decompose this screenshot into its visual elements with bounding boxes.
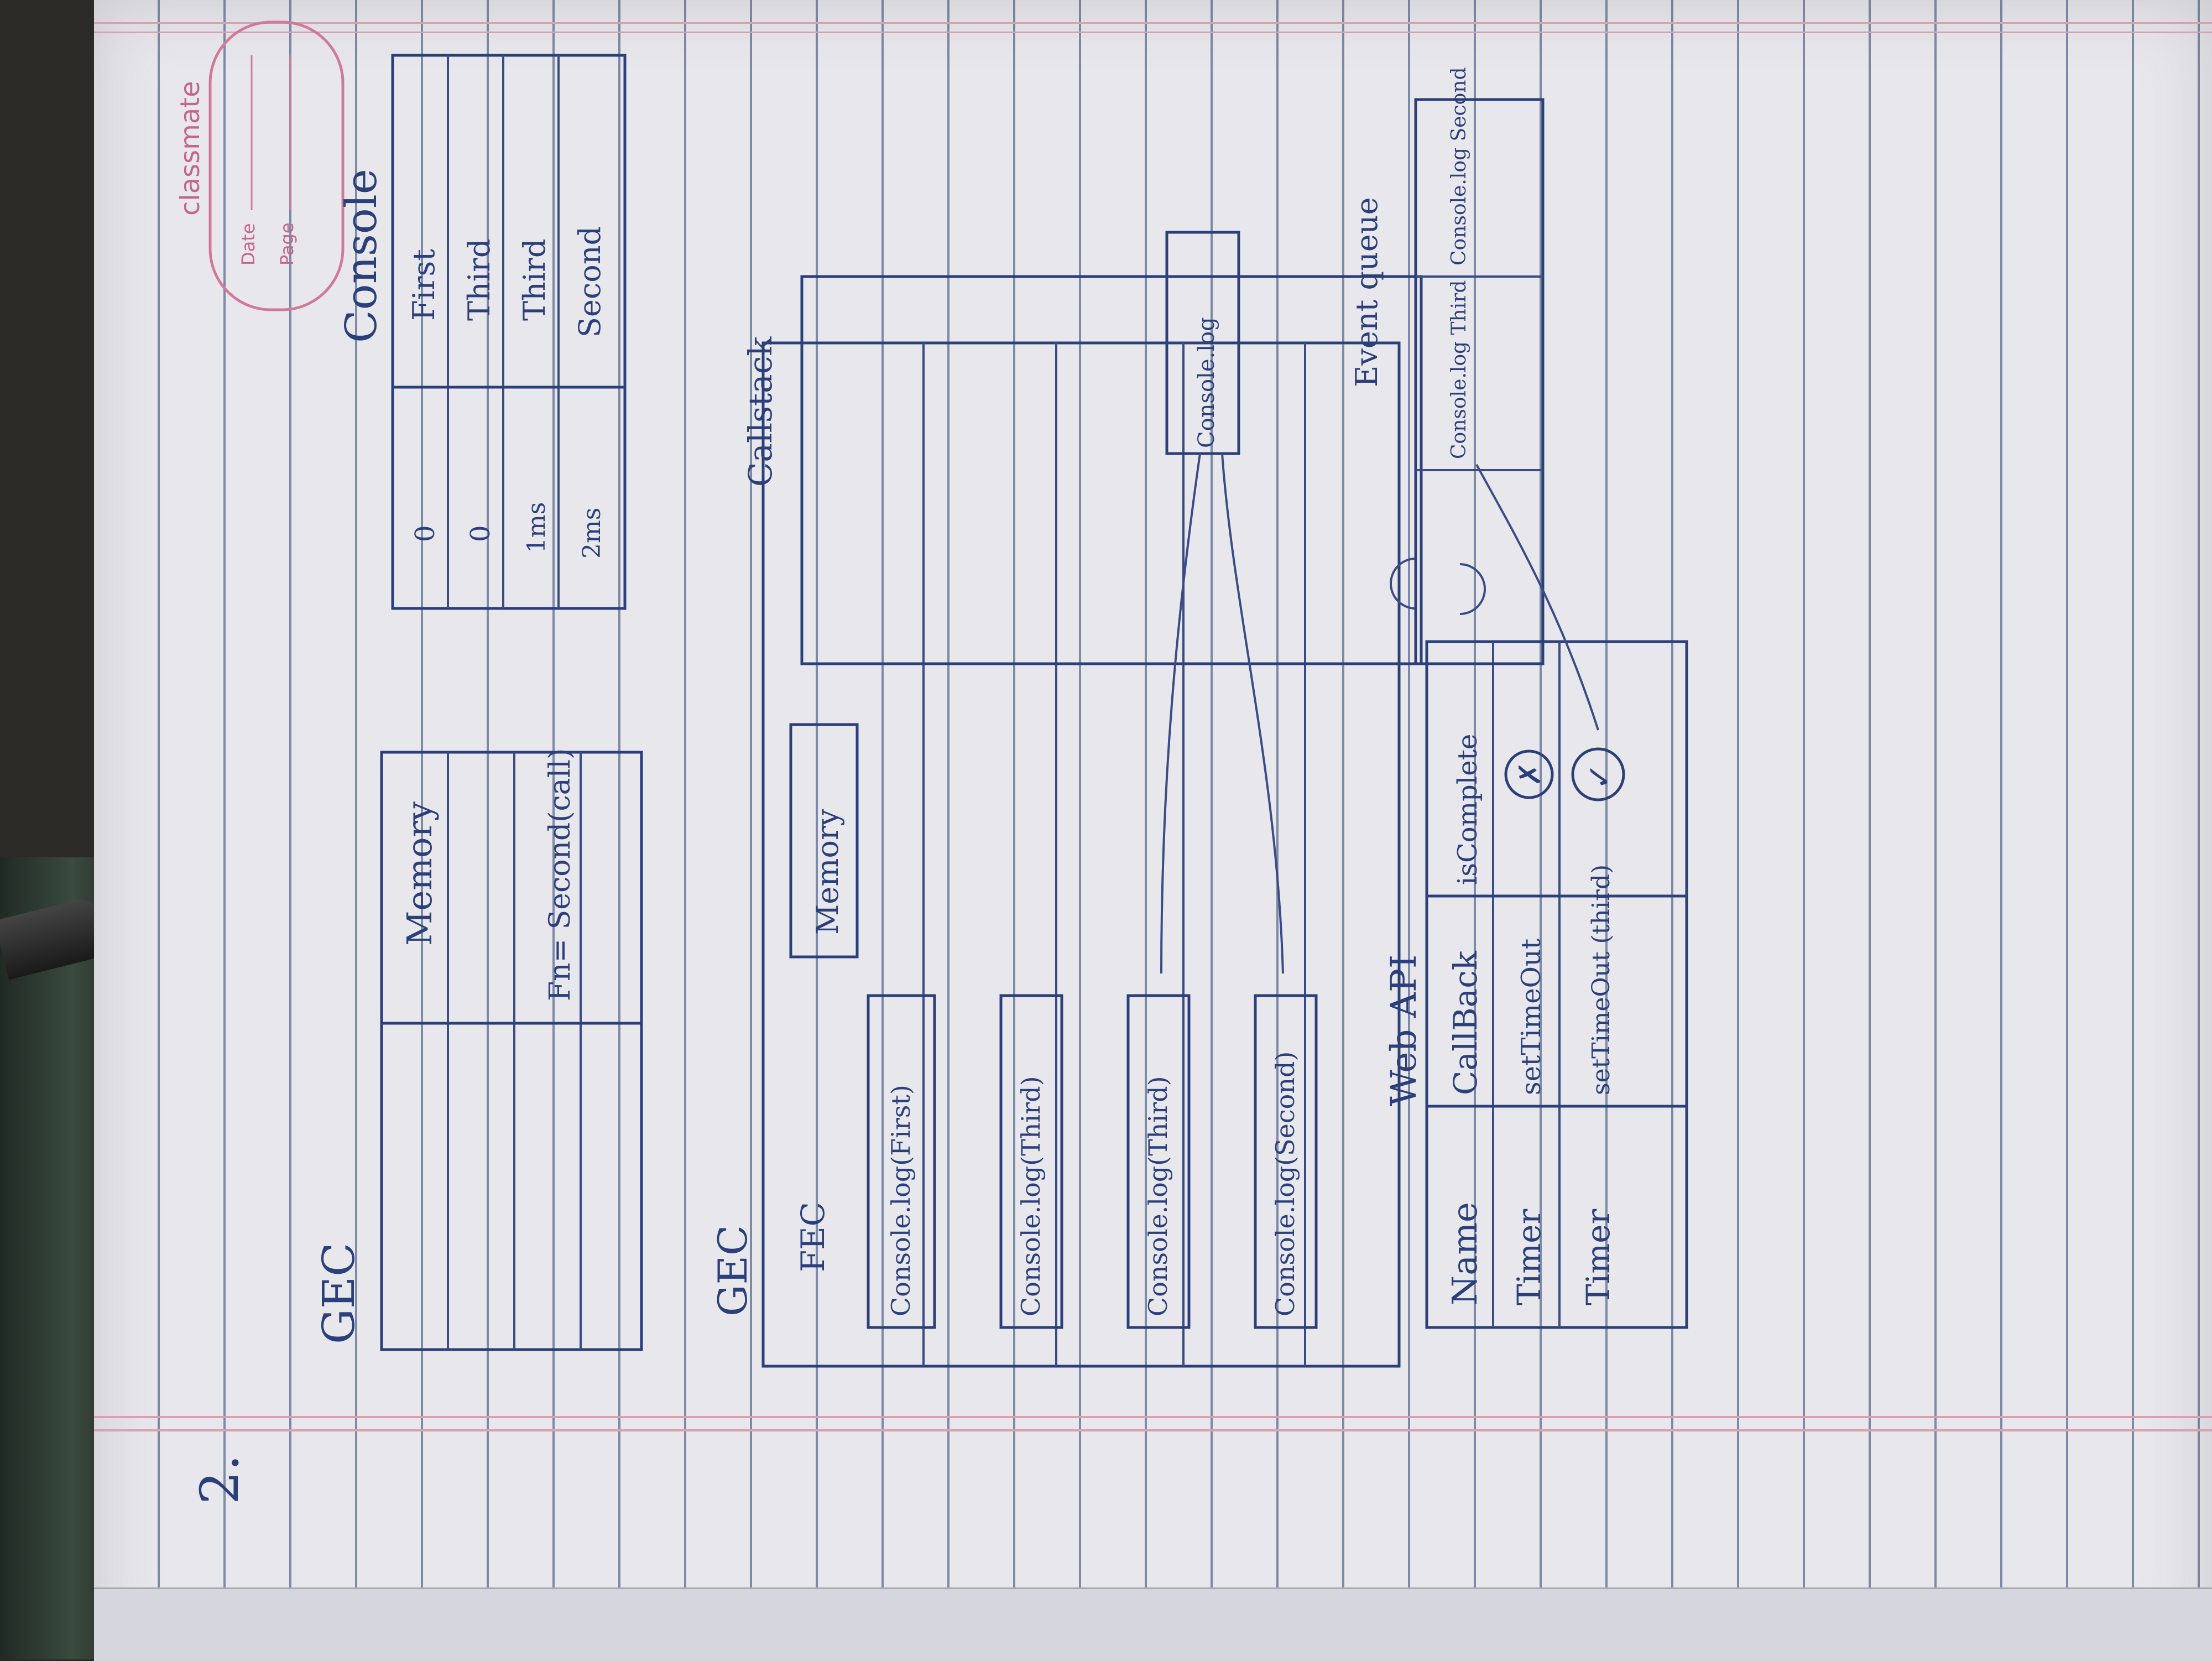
web-api-header: Name: [1444, 1202, 1485, 1305]
callstack-title: Callstack: [742, 336, 779, 487]
gec-top-table: [380, 751, 643, 1351]
web-api-header: isComplete: [1452, 734, 1483, 885]
web-api-row-status: ✗: [1512, 762, 1547, 787]
page-label: Page: [276, 223, 298, 265]
web-api-row-callback: setTimeOut: [1516, 939, 1547, 1095]
web-api-header: CallBack: [1447, 950, 1484, 1095]
complete-mark-circle: [1571, 747, 1625, 801]
console-row-output: First: [406, 249, 441, 321]
gec-top-fn-entry: Fn= Second(call): [544, 748, 577, 1001]
call-list: Console.log(First) Console.log(Third) Co…: [867, 994, 1318, 1329]
call-item: Console.log(Third): [1143, 1076, 1173, 1316]
handwriting-canvas: 2. classmate Date Page GEC Memory Fn= Se…: [175, 20, 1688, 1504]
call-arrow: [1221, 453, 1284, 974]
incomplete-mark-circle: [1504, 749, 1554, 799]
classmate-stamp: classmate Date Page: [175, 20, 345, 311]
gec-inner-title: GEC: [709, 1225, 756, 1316]
console-row-time: 2ms: [578, 508, 606, 559]
event-queue-item: Console.log Second: [1448, 67, 1470, 265]
web-api-title: Web API: [1384, 955, 1425, 1106]
call-item: Console.log(Third): [1016, 1076, 1046, 1316]
console-row-time: 1ms: [523, 502, 551, 553]
event-queue-frame: [1414, 98, 1545, 665]
date-label: Date: [238, 223, 259, 265]
event-queue-title: Event queue: [1349, 197, 1384, 387]
console-rows: 0 First 0 Third 1ms Third 2ms Second: [406, 226, 607, 559]
web-api-row-name: Timer: [1510, 1209, 1548, 1305]
gec-top-title: GEC: [313, 1242, 364, 1344]
handwritten-sheet: 2. classmate Date Page GEC Memory Fn= Se…: [94, 0, 2212, 1659]
callstack-item: Console.log: [1194, 317, 1219, 448]
event-loop-arrow: [1459, 563, 1486, 615]
console-table: [391, 54, 627, 610]
web-api-row-callback: setTimeOut (third): [1587, 865, 1615, 1095]
web-api-row-status: ✓: [1580, 763, 1618, 790]
gec-top-memory-label: Memory: [399, 801, 440, 946]
console-row-output: Third: [517, 239, 552, 321]
page-edge: [94, 1587, 2212, 1661]
web-api-table: [1425, 640, 1688, 1329]
gec-inner-frame: [761, 341, 1401, 1368]
queue-arrow: [1475, 464, 1599, 731]
console-row-output: Third: [462, 239, 497, 321]
event-queue-item: Console.log Third: [1448, 280, 1470, 459]
console-title: Console: [337, 169, 387, 343]
page-number: 2.: [190, 1454, 251, 1504]
event-loop-arrow: [1390, 558, 1416, 610]
console-row-time: 0: [465, 525, 496, 542]
console-row-output: Second: [572, 226, 607, 337]
console-row-time: 0: [410, 525, 441, 542]
callstack-frame: [800, 231, 1423, 665]
brand-name: classmate: [175, 81, 206, 216]
page-margin-top: [94, 22, 2212, 33]
web-api-row-name: Timer: [1579, 1209, 1617, 1305]
page-margin-left: [94, 1416, 2212, 1431]
gec-inner-memory-label: Memory: [810, 809, 845, 935]
fec-label: FEC: [794, 1202, 832, 1272]
call-item: Console.log(First): [886, 1085, 916, 1316]
call-arrow: [1160, 453, 1201, 974]
call-item: Console.log(Second): [1270, 1051, 1300, 1316]
